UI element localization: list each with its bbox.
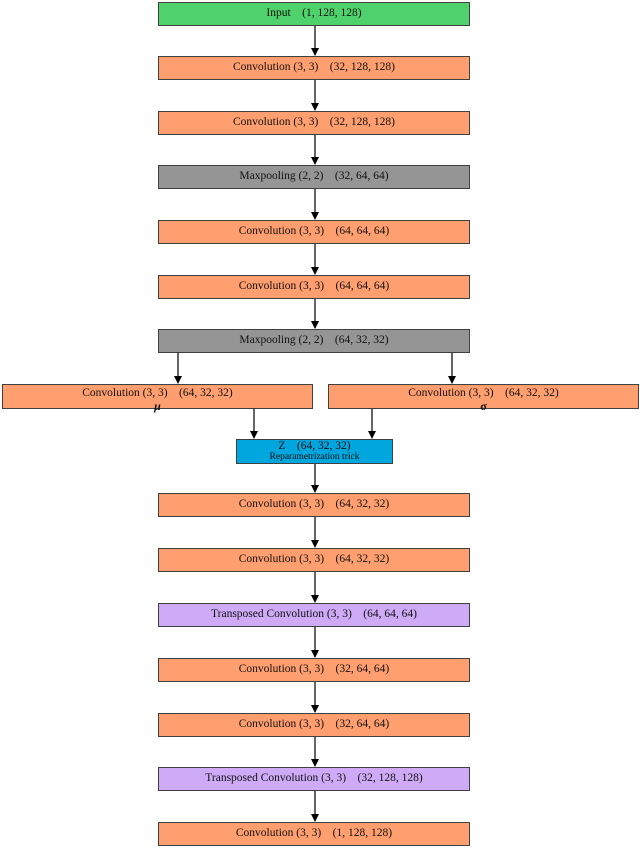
conv-node-3: Convolution (3, 3) (64, 64, 64) [158, 220, 470, 244]
conv-node-8: Convolution (3, 3) (32, 64, 64) [158, 713, 470, 737]
conv-node-6: Convolution (3, 3) (64, 32, 32) [158, 548, 470, 572]
latent-z-label: Z (64, 32, 32) [278, 439, 351, 452]
sigma-conv-label: Convolution (3, 3) (64, 32, 32) [408, 387, 559, 399]
input-node: Input (1, 128, 128) [158, 2, 470, 26]
maxpool-node-1: Maxpooling (2, 2) (32, 64, 64) [158, 165, 470, 189]
transposed-conv-node-2: Transposed Convolution (3, 3) (32, 128, … [158, 767, 470, 791]
transposed-conv-node-1: Transposed Convolution (3, 3) (64, 64, 6… [158, 603, 470, 627]
conv-node-4: Convolution (3, 3) (64, 64, 64) [158, 275, 470, 299]
mu-conv-node: Convolution (3, 3) (64, 32, 32) μ [2, 384, 313, 413]
latent-z-subtitle: Reparametrization trick [269, 452, 360, 462]
sigma-conv-node: Convolution (3, 3) (64, 32, 32) σ [328, 384, 639, 413]
mu-conv-label: Convolution (3, 3) (64, 32, 32) [82, 387, 233, 399]
mu-symbol: μ [154, 398, 161, 413]
maxpool-node-2: Maxpooling (2, 2) (64, 32, 32) [158, 329, 470, 353]
latent-z-node: Z (64, 32, 32) Reparametrization trick [236, 439, 393, 464]
sigma-symbol: σ [480, 398, 487, 413]
conv-node-1: Convolution (3, 3) (32, 128, 128) [158, 56, 470, 80]
conv-node-7: Convolution (3, 3) (32, 64, 64) [158, 658, 470, 682]
conv-node-5: Convolution (3, 3) (64, 32, 32) [158, 493, 470, 517]
conv-node-9: Convolution (3, 3) (1, 128, 128) [158, 822, 470, 846]
conv-node-2: Convolution (3, 3) (32, 128, 128) [158, 111, 470, 135]
